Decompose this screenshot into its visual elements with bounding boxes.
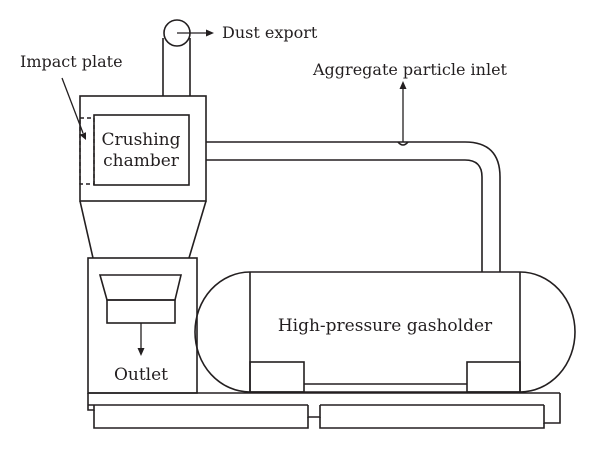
impact-plate-arrow	[61, 77, 86, 140]
crushing-chamber-inner	[93, 114, 190, 186]
outlet-hopper	[98, 274, 183, 324]
dust-export-label: Dust export	[222, 23, 318, 42]
dust-exhaust-pipe	[162, 19, 191, 96]
outlet-arrow	[137, 323, 145, 356]
gasholder-label: High-pressure gasholder	[278, 316, 493, 336]
hopper-cone	[79, 200, 207, 259]
aggregate-inlet-label: Aggregate particle inlet	[312, 60, 508, 79]
feed-pipe	[206, 141, 501, 272]
inlet-nozzle	[397, 141, 409, 146]
impact-plate	[79, 117, 95, 185]
gasholder-support-left	[249, 361, 305, 393]
gasholder-support-right	[466, 361, 521, 393]
crushing-chamber-label-line1: Crushing	[101, 130, 180, 150]
dust-export-arrow	[177, 29, 214, 37]
base-frame	[87, 392, 561, 429]
crushing-chamber-label-line2: chamber	[103, 151, 180, 171]
aggregate-inlet-arrow	[399, 81, 407, 142]
outlet-label: Outlet	[114, 365, 168, 385]
impact-plate-label: Impact plate	[20, 52, 123, 71]
